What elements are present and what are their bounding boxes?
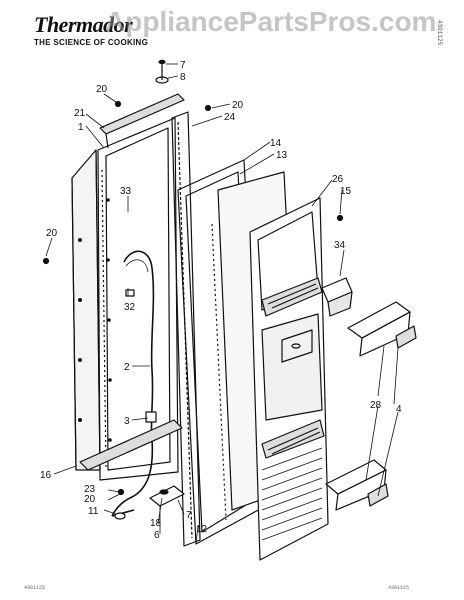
callout-3: 3 xyxy=(124,416,130,427)
callout-11: 11 xyxy=(88,506,99,517)
callout-21: 21 xyxy=(74,108,86,119)
callout-32: 32 xyxy=(124,302,136,313)
callout-28: 28 xyxy=(370,400,382,411)
hinge-pin xyxy=(155,59,169,84)
callout-1: 1 xyxy=(78,122,84,133)
callout-14: 14 xyxy=(270,138,282,149)
top-hinge-bracket xyxy=(99,93,185,149)
callout-4: 4 xyxy=(396,404,402,415)
callout-20: 20 xyxy=(232,100,244,111)
gasket-strip xyxy=(171,111,201,547)
door-outer-panel xyxy=(71,149,101,471)
door-liner-shelves xyxy=(249,197,329,561)
callout-2: 2 xyxy=(124,362,130,373)
callout-34: 34 xyxy=(334,240,346,251)
callout-23: 23 xyxy=(84,484,96,495)
leader-lines xyxy=(45,63,399,545)
callout-26: 26 xyxy=(332,174,344,185)
brand-logo: Thermador xyxy=(34,12,133,37)
callout-7: 7 xyxy=(186,510,192,521)
callout-16: 16 xyxy=(40,470,52,481)
watermark: AppliancePartsPros.com xyxy=(105,6,437,37)
callout-8: 8 xyxy=(180,72,186,83)
door-frame xyxy=(97,117,179,481)
door-bin-upper xyxy=(347,301,417,357)
callout-15: 15 xyxy=(340,186,352,197)
callout-7: 7 xyxy=(180,60,186,71)
callout-13: 13 xyxy=(276,150,288,161)
dispenser-cup xyxy=(321,277,353,317)
callout-33: 33 xyxy=(120,186,132,197)
side-code: 4301125 xyxy=(436,20,443,46)
callout-24: 24 xyxy=(224,112,236,123)
door-bin-lower xyxy=(325,459,389,511)
screws xyxy=(42,100,344,496)
wire-harness xyxy=(111,250,157,517)
callout-20: 20 xyxy=(96,84,108,95)
brand-tagline: THE SCIENCE OF COOKING xyxy=(34,38,149,47)
footer-code-left: 4301125 xyxy=(24,585,46,591)
callout-20: 20 xyxy=(84,494,96,505)
bottom-hinge xyxy=(79,419,185,520)
callout-numbers: 7 8 20 20 21 1 24 14 13 33 26 15 20 34 3… xyxy=(40,60,402,541)
callout-12: 12 xyxy=(196,524,208,535)
footer-code-right: 4301125 xyxy=(388,585,410,591)
callout-6: 6 xyxy=(154,530,160,541)
callout-18: 18 xyxy=(150,518,162,529)
callout-20: 20 xyxy=(46,228,58,239)
